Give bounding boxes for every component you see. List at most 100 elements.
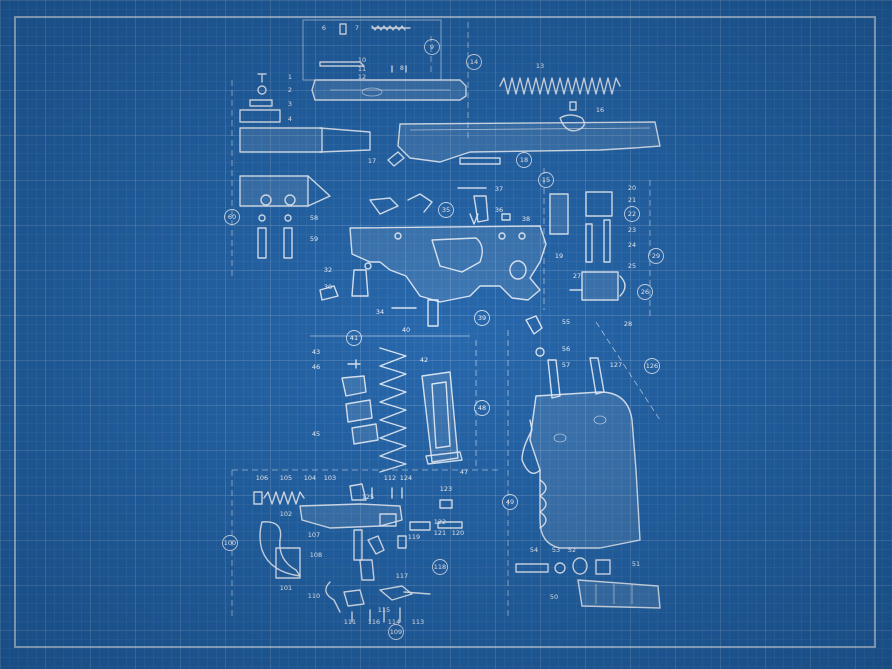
part-label-6: 6	[322, 24, 326, 32]
part-number-text: 122	[434, 518, 446, 526]
part-number-text: 52	[568, 546, 576, 554]
part-label-116: 116	[368, 618, 380, 626]
part-label-58: 58	[310, 214, 318, 222]
part-label-12: 12	[358, 73, 366, 81]
part-number-text: 104	[304, 474, 316, 482]
part-label-28: 28	[624, 320, 632, 328]
part-label-107: 107	[308, 531, 320, 539]
part-label-102: 102	[280, 510, 292, 518]
part-label-101: 101	[280, 584, 292, 592]
part-label-27: 27	[573, 272, 581, 280]
callout-circle	[224, 209, 240, 225]
part-label-121: 121	[434, 529, 446, 537]
part-label-32: 32	[324, 266, 332, 274]
part-number-text: 20	[628, 184, 636, 192]
part-number-text: 101	[280, 584, 292, 592]
part-label-1: 1	[288, 73, 292, 81]
part-label-59: 59	[310, 235, 318, 243]
part-label-127: 127	[610, 361, 622, 369]
part-number-text: 2	[288, 86, 292, 94]
frame-assembly-group	[231, 80, 651, 327]
part-number-text: 25	[628, 262, 636, 270]
part-number-text: 45	[312, 430, 320, 438]
part-label-113: 113	[412, 618, 424, 626]
part-number-text: 126	[646, 362, 658, 370]
part-number-text: 26	[641, 288, 649, 296]
part-label-53: 53	[552, 546, 560, 554]
part-number-text: 123	[440, 485, 452, 493]
grip-group	[507, 315, 661, 620]
part-label-26: 26	[637, 284, 653, 300]
part-number-text: 39	[478, 314, 486, 322]
part-number-text: 127	[610, 361, 622, 369]
callout-circle	[474, 310, 490, 326]
part-label-29: 29	[648, 248, 664, 264]
part-label-4: 4	[288, 115, 292, 123]
part-number-text: 121	[434, 529, 446, 537]
callout-circle	[648, 248, 664, 264]
part-number-text: 111	[344, 618, 356, 626]
part-label-40: 40	[402, 326, 410, 334]
part-number-text: 19	[555, 252, 563, 260]
part-number-text: 16	[596, 106, 604, 114]
callout-circle	[538, 172, 554, 188]
part-number-text: 50	[550, 593, 558, 601]
part-number-text: 10	[358, 56, 366, 64]
part-number-text: 103	[324, 474, 336, 482]
part-label-18: 18	[516, 152, 532, 168]
part-label-10: 10	[358, 56, 366, 64]
part-label-39: 39	[474, 310, 490, 326]
part-number-text: 108	[310, 551, 322, 559]
part-label-60: 60	[224, 209, 240, 225]
part-label-15: 15	[538, 172, 554, 188]
part-number-text: 57	[562, 361, 570, 369]
part-label-47: 47	[460, 468, 468, 476]
part-number-text: 3	[288, 100, 292, 108]
part-label-20: 20	[628, 184, 636, 192]
part-label-7: 7	[355, 24, 359, 32]
part-number-text: 9	[430, 43, 434, 51]
part-label-8: 8	[400, 64, 404, 72]
part-label-120: 120	[452, 529, 464, 537]
part-label-56: 56	[562, 345, 570, 353]
part-number-text: 35	[442, 206, 450, 214]
callout-circle	[644, 358, 660, 374]
slide-assembly-group	[239, 19, 661, 167]
callout-circle	[516, 152, 532, 168]
part-number-text: 116	[368, 618, 380, 626]
part-label-17: 17	[368, 157, 376, 165]
part-number-text: 112	[384, 474, 396, 482]
part-label-55: 55	[562, 318, 570, 326]
part-label-124: 124	[400, 474, 412, 482]
part-number-text: 53	[552, 546, 560, 554]
part-label-48: 48	[474, 400, 490, 416]
part-number-text: 60	[228, 213, 236, 221]
part-number-text: 21	[628, 196, 636, 204]
callout-circle	[388, 624, 404, 640]
part-number-text: 34	[376, 308, 384, 316]
part-number-text: 51	[632, 560, 640, 568]
part-number-text: 38	[522, 215, 530, 223]
part-label-126: 126	[644, 358, 660, 374]
part-number-text: 117	[396, 572, 408, 580]
part-label-123: 123	[440, 485, 452, 493]
part-label-119: 119	[408, 533, 420, 541]
part-number-text: 124	[400, 474, 412, 482]
part-number-text: 41	[350, 334, 358, 342]
part-number-text: 30	[324, 283, 332, 291]
part-number-text: 40	[402, 326, 410, 334]
part-label-106: 106	[256, 474, 268, 482]
part-number-text: 115	[378, 606, 390, 614]
part-label-36: 36	[495, 206, 503, 214]
part-number-text: 28	[624, 320, 632, 328]
callout-circle	[466, 54, 482, 70]
part-label-45: 45	[312, 430, 320, 438]
part-number-text: 1	[288, 73, 292, 81]
part-number-text: 59	[310, 235, 318, 243]
callout-circle	[474, 400, 490, 416]
part-label-16: 16	[596, 106, 604, 114]
part-label-43: 43	[312, 348, 320, 356]
part-label-2: 2	[288, 86, 292, 94]
part-number-text: 113	[412, 618, 424, 626]
